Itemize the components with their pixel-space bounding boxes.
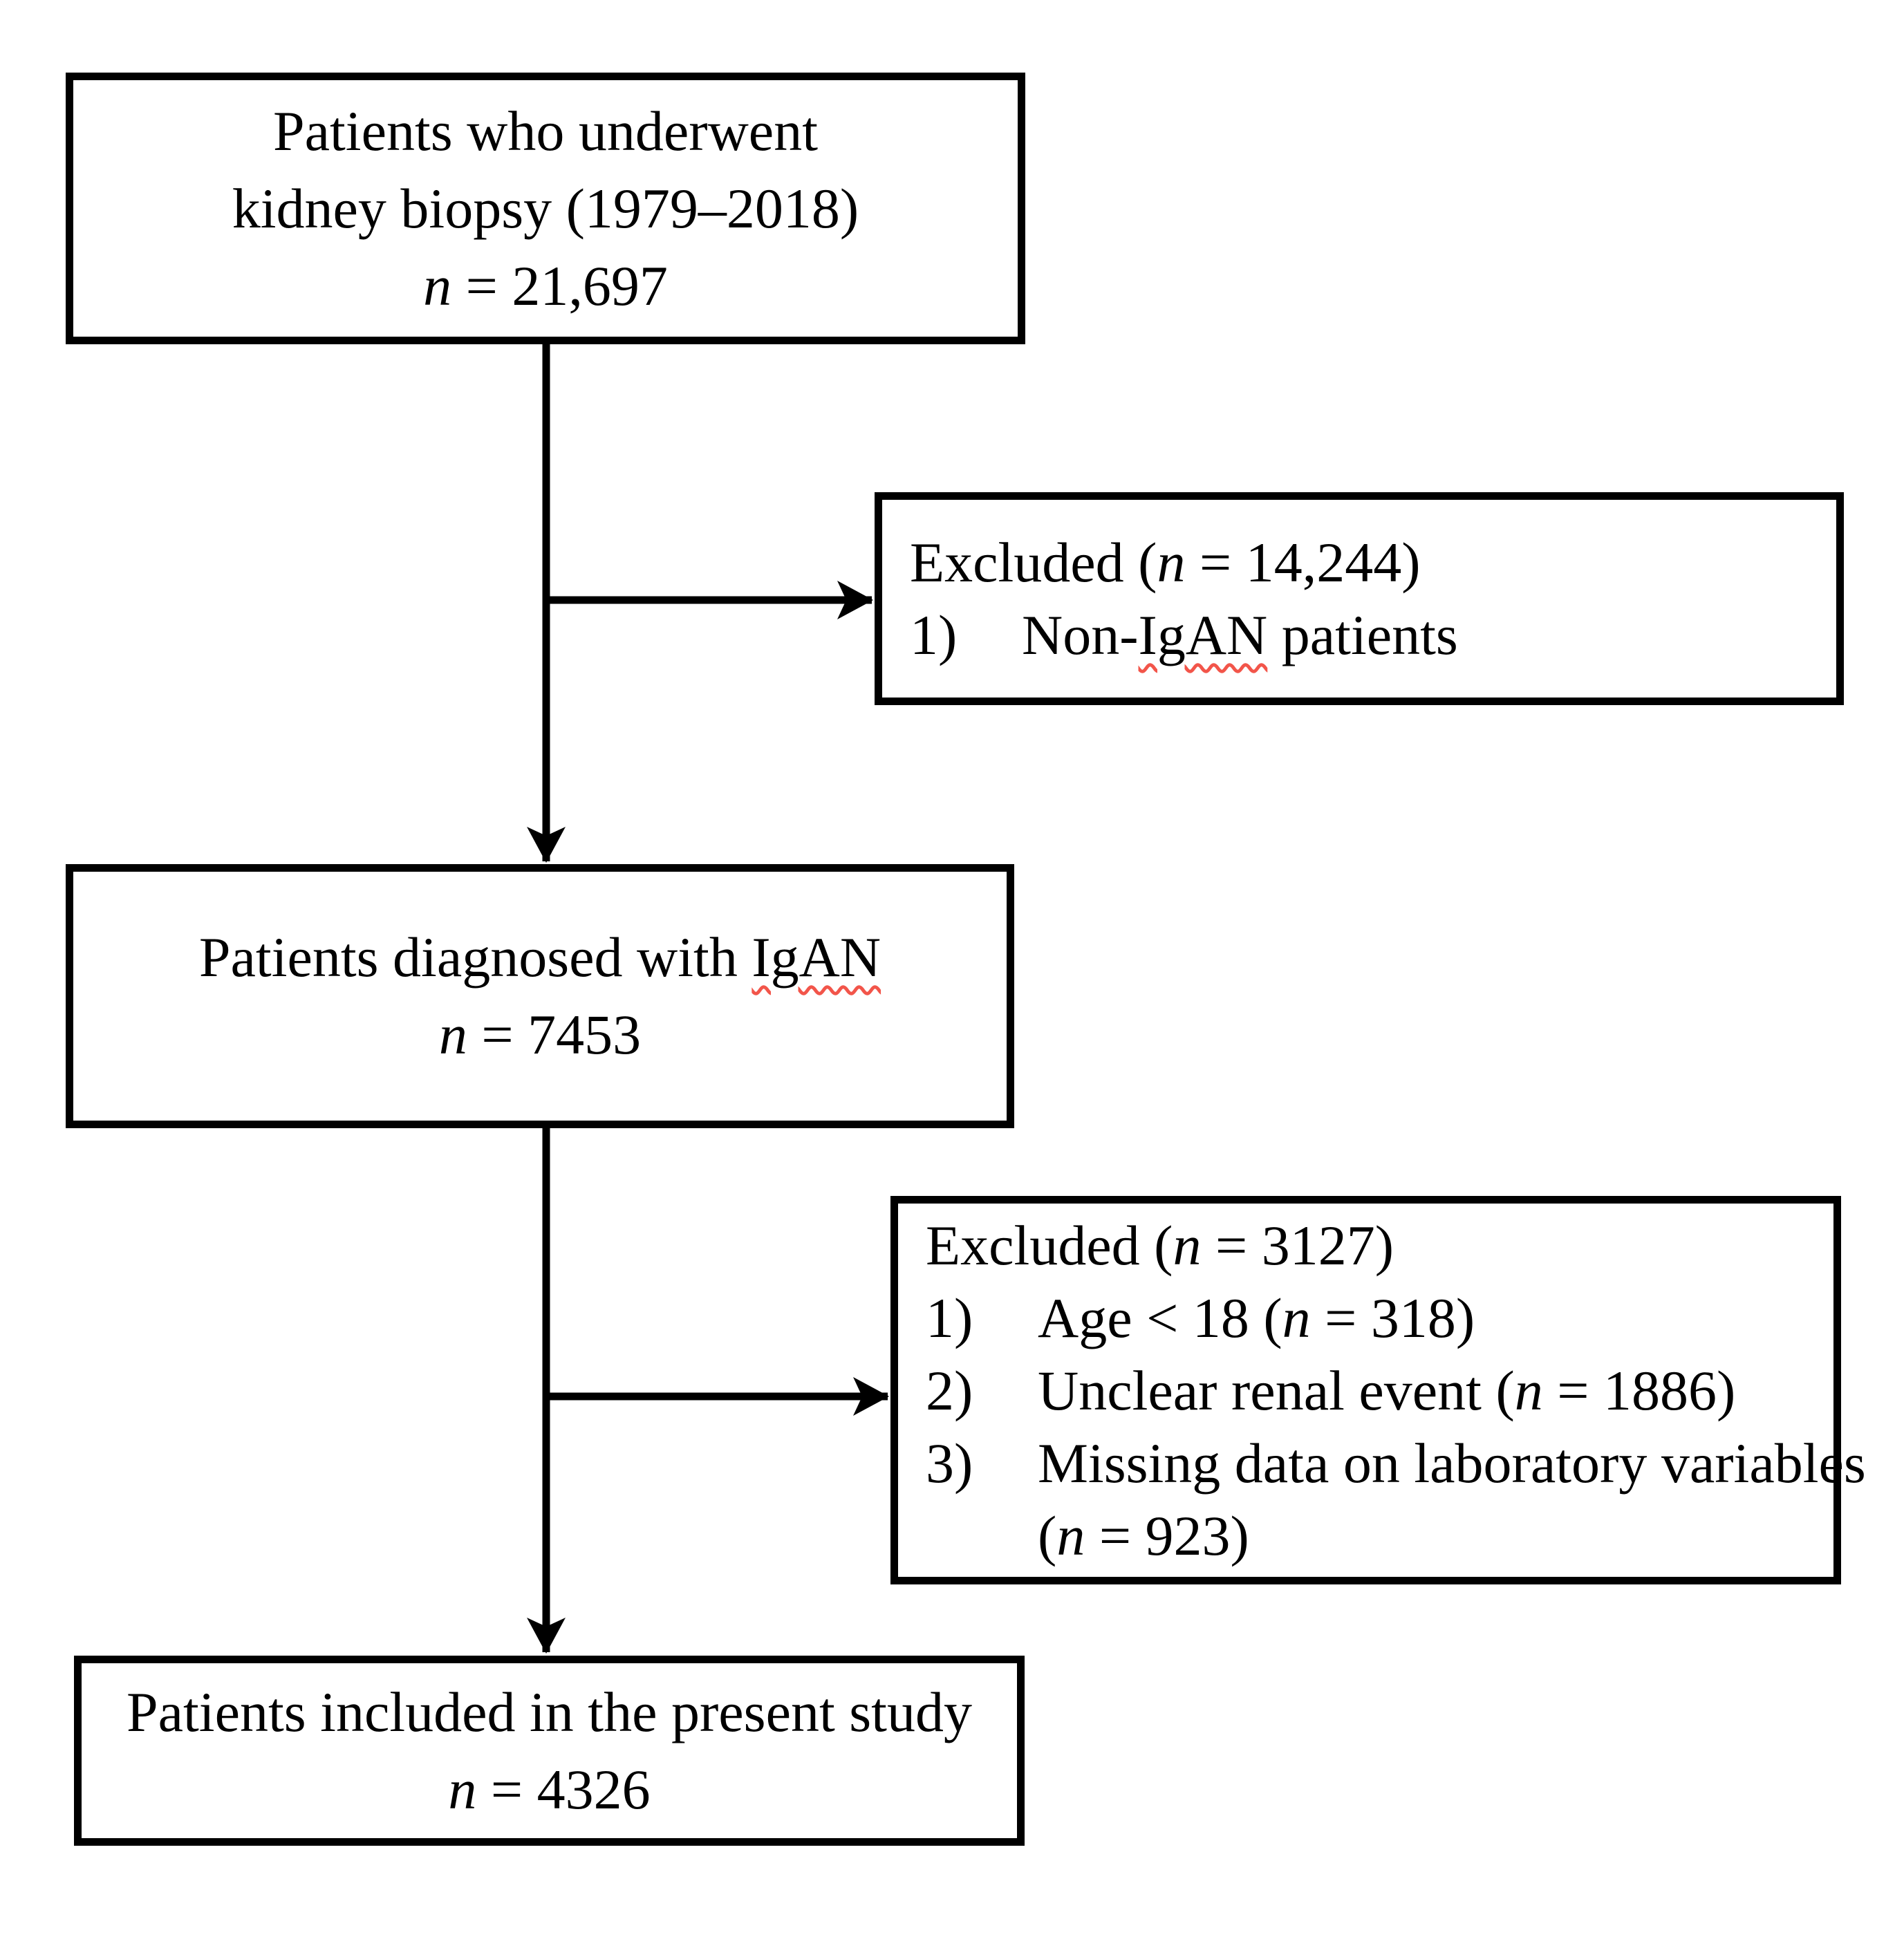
biopsy-line-2: kidney biopsy (1979–2018) xyxy=(232,176,859,240)
n-symbol: n xyxy=(448,1757,477,1821)
list-number: 2) xyxy=(926,1358,973,1422)
n-symbol: n xyxy=(1282,1286,1311,1349)
excluded2-title: Excluded (n = 3127) xyxy=(926,1209,1394,1282)
excluded1-title-pre: Excluded ( xyxy=(910,531,1157,594)
excluded2-title-post: = 3127) xyxy=(1201,1213,1394,1277)
excluded2-item-3: 3) Missing data on laboratory variables xyxy=(926,1427,1866,1499)
igan-line-1: Patients diagnosed with IgAN xyxy=(199,919,881,996)
spellcheck-flagged-word: IgAN xyxy=(752,926,881,989)
n-symbol: n xyxy=(1157,531,1186,594)
n-symbol: n xyxy=(423,254,452,317)
excluded2-item-3-cont-pre: ( xyxy=(1038,1504,1057,1567)
excluded1-item-1-post: patients xyxy=(1267,603,1458,666)
excluded2-item-2-post: = 1886) xyxy=(1542,1358,1736,1422)
list-number: 3) xyxy=(926,1431,973,1495)
excluded2-item-3-text: Missing data on laboratory variables xyxy=(1038,1431,1866,1495)
excluded1-item-1-pre: Non- xyxy=(1022,603,1139,666)
list-number: 1) xyxy=(910,603,958,666)
list-number: 1) xyxy=(926,1286,973,1349)
box-excluded-criteria: Excluded (n = 3127) 1)Age < 18 (n = 318)… xyxy=(890,1196,1866,1584)
igan-line-1-pre: Patients diagnosed with xyxy=(198,926,752,989)
excluded2-item-2-text: Unclear renal event ( xyxy=(1038,1358,1515,1422)
n-value: = 4326 xyxy=(476,1757,651,1821)
excluded2-title-pre: Excluded ( xyxy=(926,1213,1173,1277)
included-line-1: Patients included in the present study xyxy=(127,1680,972,1743)
included-n-count: n = 4326 xyxy=(448,1751,650,1828)
n-symbol: n xyxy=(1514,1358,1543,1422)
excluded2-item-3-cont-post: = 923) xyxy=(1085,1504,1249,1567)
box-included-study: Patients included in the present study n… xyxy=(74,1656,1025,1846)
excluded2-item-1-post: = 318) xyxy=(1310,1286,1475,1349)
excluded2-item-3-continued: (n = 923) xyxy=(926,1499,1249,1572)
box-kidney-biopsy: Patients who underwent kidney biopsy (19… xyxy=(66,73,1025,344)
spellcheck-flagged-word: IgAN xyxy=(1138,603,1268,666)
excluded1-item-1: 1) Non-IgAN patients xyxy=(910,599,1458,671)
box-diagnosed-igan: Patients diagnosed with IgAN n = 7453 xyxy=(66,864,1014,1128)
excluded2-item-1-text: Age < 18 ( xyxy=(1038,1286,1282,1349)
excluded1-title: Excluded (n = 14,244) xyxy=(910,526,1421,599)
biopsy-line-1: Patients who underwent xyxy=(273,99,818,162)
n-value: = 21,697 xyxy=(451,254,668,317)
n-symbol: n xyxy=(1056,1504,1085,1567)
igan-n-count: n = 7453 xyxy=(439,996,641,1074)
excluded2-item-2: 2) Unclear renal event (n = 1886) xyxy=(926,1354,1735,1427)
n-symbol: n xyxy=(438,1003,467,1066)
box-excluded-non-igan: Excluded (n = 14,244) 1) Non-IgAN patient… xyxy=(875,492,1844,705)
n-symbol: n xyxy=(1173,1213,1202,1277)
excluded1-title-post: = 14,244) xyxy=(1185,531,1421,594)
n-value: = 7453 xyxy=(467,1003,642,1066)
biopsy-n-count: n = 21,697 xyxy=(423,247,668,325)
excluded2-item-1: 1) Age < 18 (n = 318) xyxy=(926,1282,1475,1354)
